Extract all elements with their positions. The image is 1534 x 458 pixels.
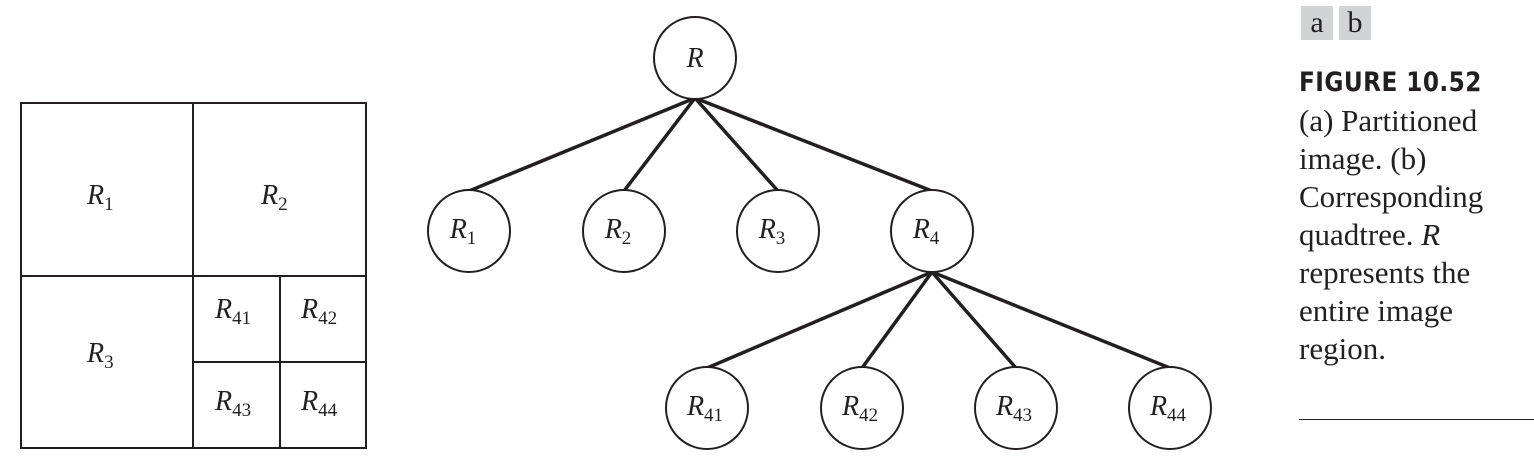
caption-line-a: (a) Partitioned image.: [1299, 103, 1478, 176]
region-label-r2: R2: [260, 180, 288, 215]
node-label-r43: R43: [995, 391, 1032, 426]
caption-symbol-r: R: [1421, 217, 1441, 252]
partitioned-image: [20, 102, 367, 449]
quadtree-nodes: [427, 16, 1212, 450]
node-r2: [582, 189, 666, 273]
region-label-r41: R41: [214, 294, 251, 329]
node-r44: [1128, 366, 1212, 450]
node-r3: [736, 189, 820, 273]
edge-r4-r41: [706, 270, 933, 370]
node-r4: [890, 189, 974, 273]
node-r41: [665, 366, 749, 450]
node-label-r1: R1: [449, 214, 477, 249]
quadtree-labels: R R1 R2 R3 R4 R41 R42 R43 R44: [449, 43, 1187, 426]
edge-r4-r42: [860, 270, 934, 370]
quadtree-edges: [468, 96, 1171, 370]
node-label-r44: R44: [1149, 391, 1187, 426]
node-root: [653, 16, 737, 100]
node-label-r2: R2: [604, 214, 632, 249]
node-r1: [427, 189, 511, 273]
node-label-r42: R42: [841, 391, 878, 426]
node-label-r4: R4: [912, 214, 940, 249]
caption-line-b: (b) Corresponding quadtree. R represents…: [1299, 141, 1484, 366]
edge-root-r4: [694, 96, 933, 193]
figure-caption: FIGURE 10.52 (a) Partitioned image. (b) …: [1299, 64, 1531, 368]
caption-rule: [1299, 419, 1534, 420]
node-label-r41: R41: [686, 391, 723, 426]
node-r42: [820, 366, 904, 450]
region-label-r44: R44: [300, 386, 338, 421]
region-label-r42: R42: [300, 294, 337, 329]
edge-root-r2: [622, 96, 697, 193]
partition-labels: R1 R2 R3 R41 R42 R43 R44: [86, 180, 338, 421]
node-label-r3: R3: [758, 214, 786, 249]
region-label-r43: R43: [214, 386, 251, 421]
region-label-r1: R1: [86, 180, 114, 215]
edge-root-r1: [468, 96, 696, 193]
edge-root-r3: [693, 96, 780, 193]
node-label-root: R: [685, 43, 703, 74]
panel-tag-b: b: [1339, 6, 1371, 40]
edge-r4-r44: [931, 270, 1171, 370]
panel-tag-a: a: [1301, 6, 1333, 40]
caption-text: (a) Partitioned image. (b) Corresponding…: [1299, 102, 1531, 368]
figure-title: FIGURE 10.52: [1299, 67, 1482, 98]
node-r43: [974, 366, 1058, 450]
region-label-r3: R3: [86, 338, 114, 373]
edge-r4-r43: [930, 270, 1018, 370]
